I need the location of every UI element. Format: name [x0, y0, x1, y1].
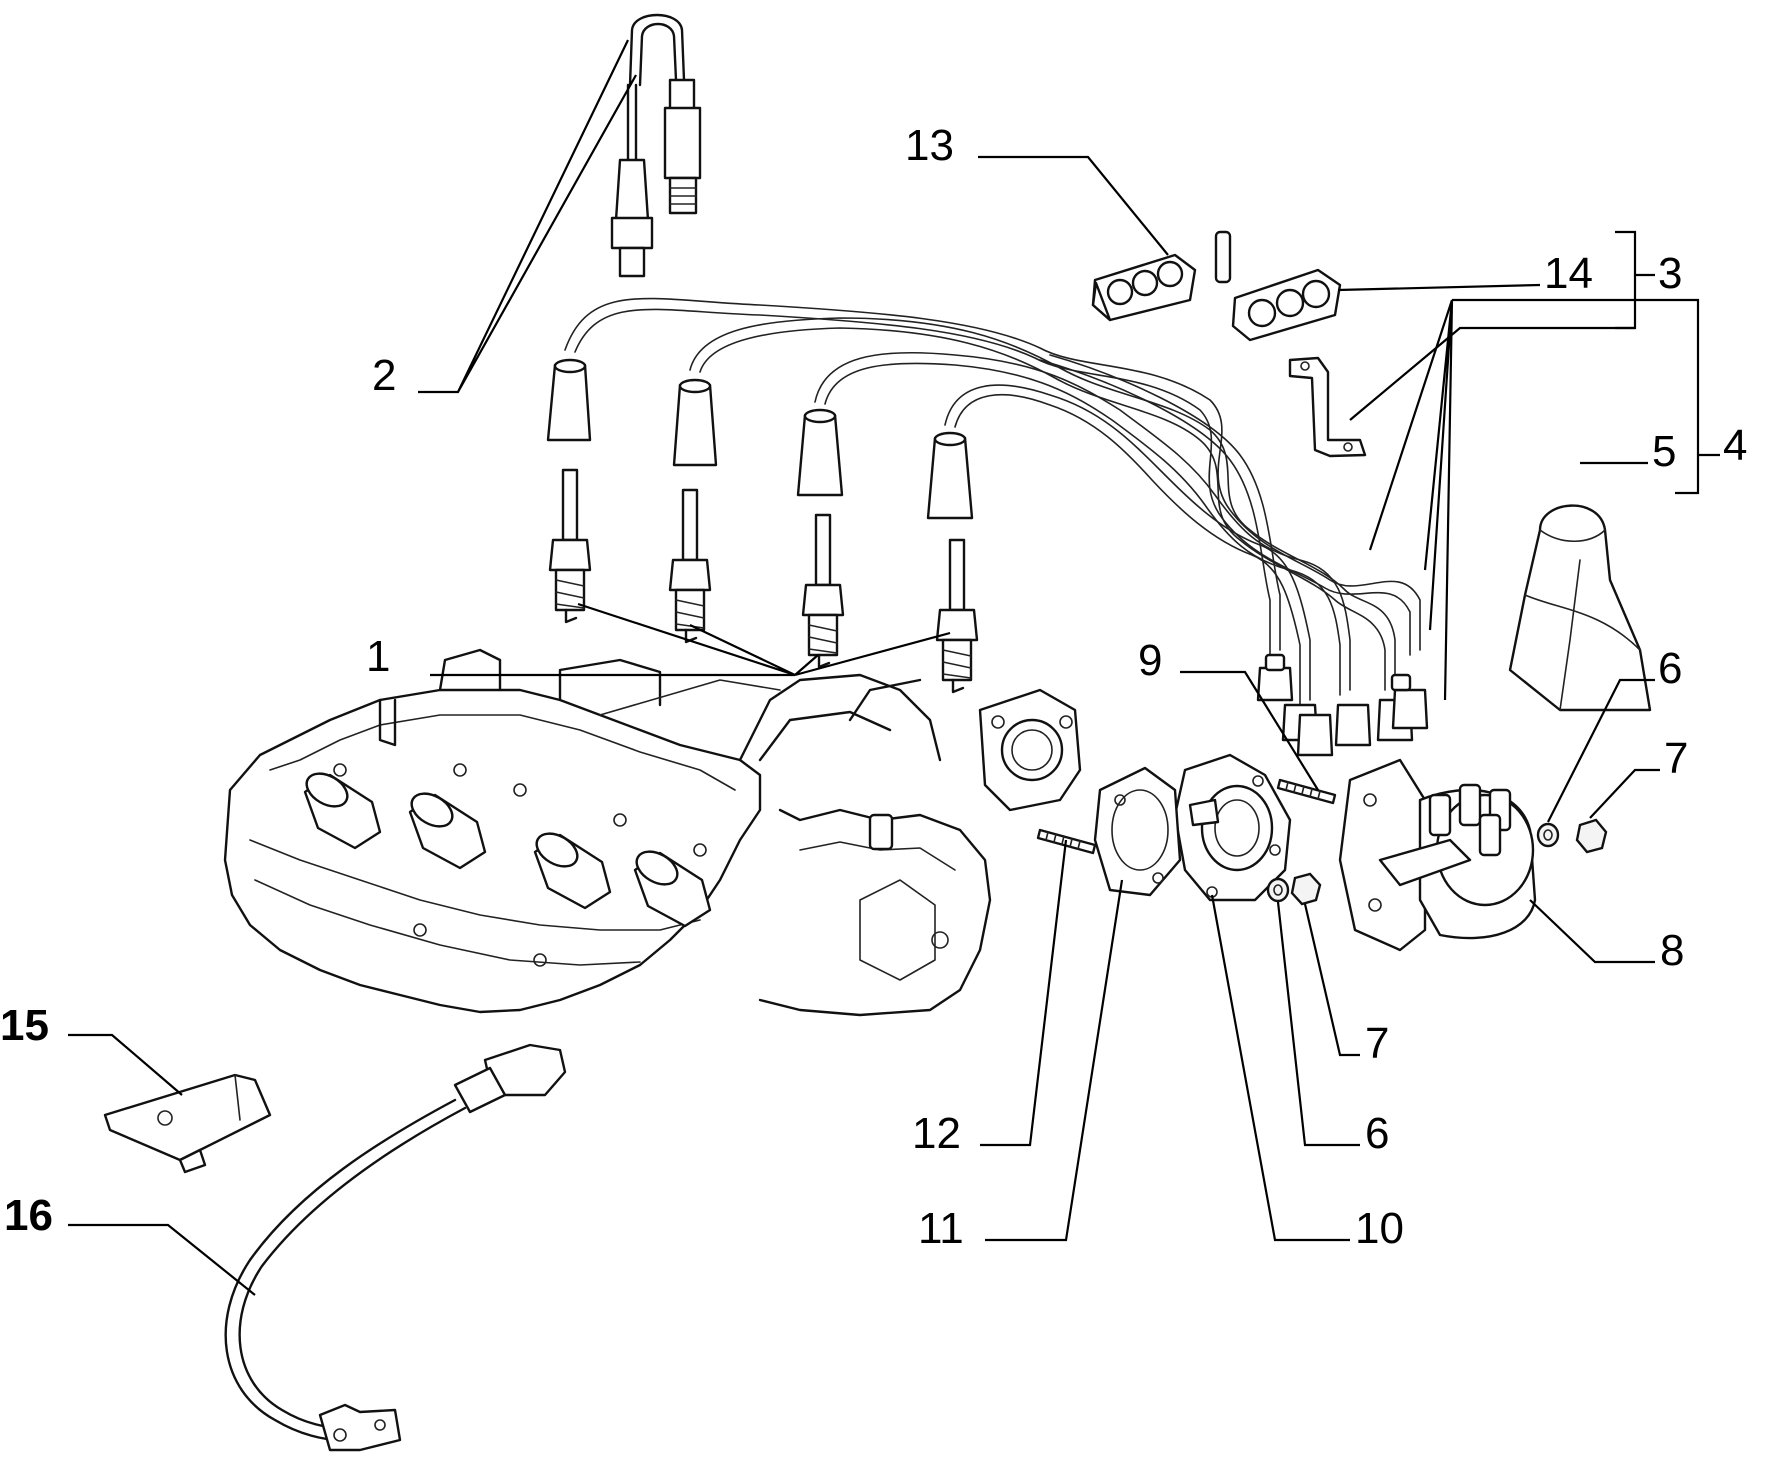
callout-1: 1 [366, 632, 390, 681]
callout-13: 13 [905, 121, 954, 170]
spark-plug-4 [935, 538, 979, 694]
tappet-3 [533, 832, 612, 910]
callout-6-left: 6 [1365, 1109, 1389, 1158]
tappet-2 [408, 792, 487, 870]
stud-right [1276, 778, 1337, 805]
callout-9: 9 [1138, 636, 1162, 685]
speed-sensor-cable [224, 1043, 567, 1452]
callout-5: 5 [1652, 427, 1676, 476]
distributor-support [1173, 753, 1292, 902]
gasket [1093, 766, 1182, 897]
cylinder-head [223, 648, 1082, 1017]
nut-right [1575, 818, 1608, 854]
lead-holder-bracket [1214, 230, 1367, 458]
callout-3: 3 [1658, 249, 1682, 298]
callout-12: 12 [912, 1109, 961, 1158]
callout-6-right: 6 [1658, 644, 1682, 693]
mounting-bracket [103, 1073, 272, 1174]
callout-7-right: 7 [1664, 734, 1688, 783]
ignition-lead-set [546, 297, 1429, 757]
tappet-1 [303, 772, 382, 850]
callout-7-left: 7 [1365, 1019, 1389, 1068]
washer-right [1536, 822, 1560, 848]
callout-4: 4 [1723, 421, 1747, 470]
callout-15: 15 [0, 1001, 49, 1050]
callout-labels: 1 2 3 4 5 6 7 8 9 10 11 12 13 14 6 7 15 … [0, 121, 1747, 1253]
leader-lines [68, 39, 1720, 1296]
nut-left [1290, 872, 1322, 906]
spark-plug-3 [801, 513, 845, 669]
tappet-4 [633, 850, 712, 928]
callout-11: 11 [918, 1204, 964, 1253]
sensor-pair [610, 13, 702, 278]
callout-16: 16 [4, 1191, 53, 1240]
spark-plug-1 [548, 468, 592, 624]
spark-plug-2 [668, 488, 712, 644]
callout-10: 10 [1355, 1204, 1404, 1253]
washer-left [1266, 877, 1290, 903]
callout-8: 8 [1660, 926, 1684, 975]
distributor [1338, 758, 1537, 952]
callout-2: 2 [372, 351, 396, 400]
callout-14: 14 [1544, 249, 1593, 298]
lead-holder [1091, 253, 1197, 322]
